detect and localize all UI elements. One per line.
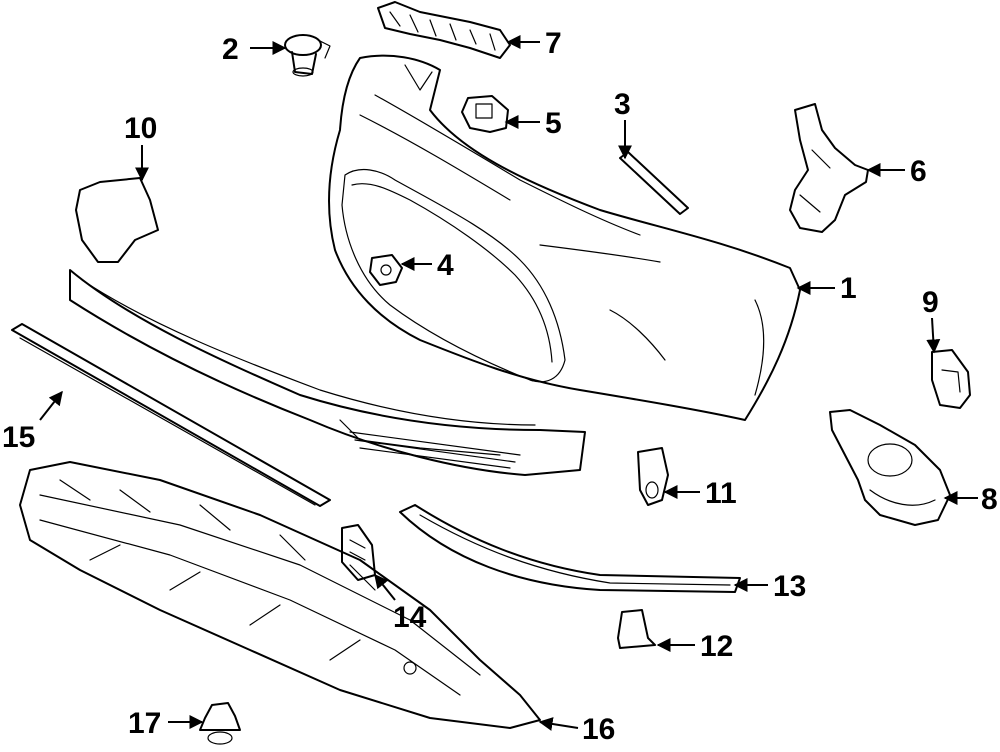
lower-strip-part [11, 323, 331, 507]
callout-4: 4 [437, 249, 454, 282]
sensor-bracket-part [461, 95, 509, 133]
leader-16 [538, 717, 579, 731]
callout-16: 16 [582, 713, 615, 746]
push-clip-part-12 [617, 609, 656, 649]
callout-7: 7 [545, 27, 562, 60]
callout-14: 14 [393, 601, 427, 634]
callout-numbers: 1 2 3 4 5 6 7 8 9 10 11 12 13 14 15 16 1… [2, 27, 998, 746]
retainer-part-4 [369, 254, 403, 286]
callout-15: 15 [2, 421, 35, 454]
callout-3: 3 [614, 88, 631, 121]
side-bracket-part [789, 103, 869, 233]
lower-deflector-part [69, 177, 586, 476]
callout-2: 2 [222, 33, 239, 66]
upper-bracket-part [377, 1, 511, 59]
support-bracket-part [341, 524, 376, 581]
leader-15 [39, 390, 63, 421]
callout-6: 6 [910, 155, 927, 188]
leader-14 [374, 573, 396, 601]
lower-molding-part [399, 504, 741, 593]
callout-17: 17 [128, 707, 161, 740]
callout-13: 13 [773, 570, 806, 603]
under-cover-part [19, 461, 541, 729]
leader-lines [39, 35, 978, 731]
callout-1: 1 [840, 272, 857, 305]
bumper-cover-part [327, 54, 801, 421]
callout-11: 11 [705, 477, 737, 510]
clip-bracket-part-9 [931, 349, 971, 409]
callout-12: 12 [700, 630, 733, 663]
push-clip-part-17 [199, 702, 241, 745]
callout-10: 10 [124, 112, 157, 145]
fog-bezel-part [829, 409, 951, 526]
retainer-clip-part-11 [637, 447, 669, 506]
clip-part-2 [284, 34, 331, 77]
callout-9: 9 [922, 286, 939, 319]
callout-8: 8 [981, 483, 998, 516]
leader-9 [926, 317, 941, 354]
molding-strip-part [619, 151, 689, 215]
callout-5: 5 [545, 107, 562, 140]
